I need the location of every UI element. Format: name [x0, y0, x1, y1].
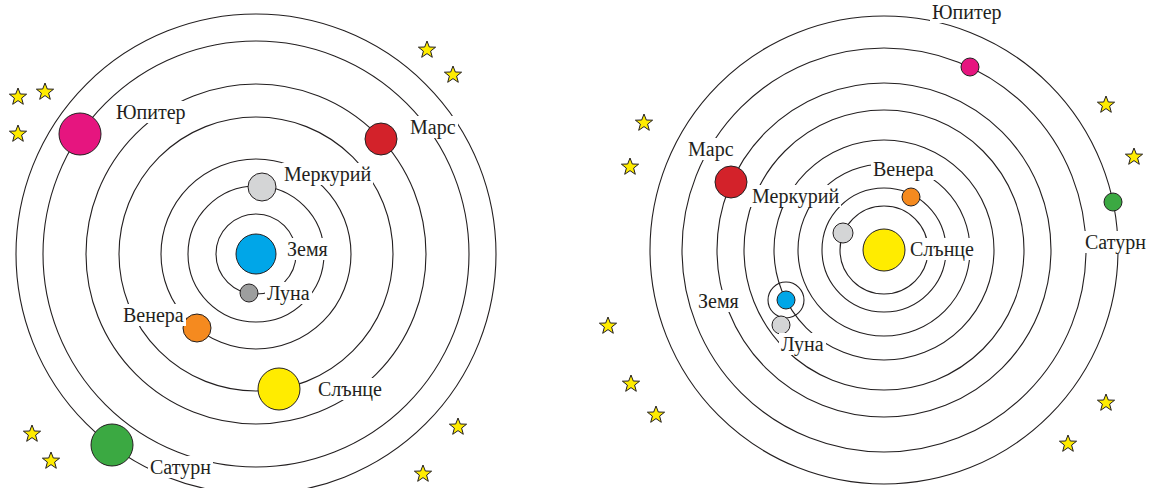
planet-label: Слънце [316, 378, 384, 400]
geocentric-planets [59, 113, 397, 466]
heliocentric-orbits [650, 16, 1118, 484]
planet-label: Земя [696, 290, 741, 312]
planet-label: Марс [686, 138, 736, 160]
planet-label: Юпитер [114, 101, 188, 123]
planet-label: Земя [285, 238, 330, 260]
planet-label: Юпитер [930, 1, 1004, 23]
planet-label: Луна [265, 282, 312, 304]
planet-label: Венера [871, 158, 936, 180]
planet-label: Сатурн [1083, 231, 1148, 253]
planet-label: Сатурн [148, 456, 213, 478]
planet-label: Марс [408, 116, 458, 138]
planet-label: Венера [121, 304, 186, 326]
planet-label: Меркурий [282, 163, 373, 185]
geocentric-orbits [16, 14, 496, 488]
planet-label: Слънце [908, 238, 976, 260]
planet-label: Меркурий [750, 185, 841, 207]
stars [9, 41, 1142, 481]
heliocentric-planets [715, 58, 1122, 334]
planet-label: Луна [779, 333, 826, 355]
